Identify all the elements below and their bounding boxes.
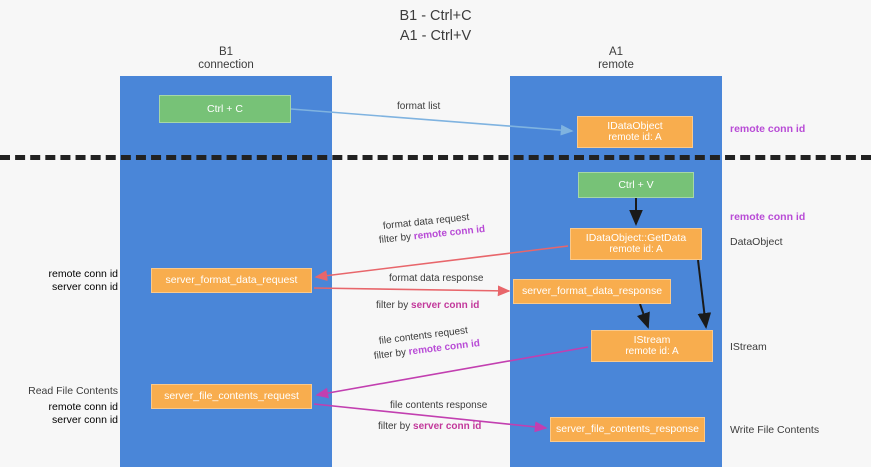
node-idataobject-sub: remote id: A xyxy=(608,132,662,143)
filter-key-server-conn-id: server conn id xyxy=(411,300,480,311)
edge-label-file-contents-response-text: file contents response xyxy=(390,400,488,411)
annotation-remote-conn-id-mid: remote conn id xyxy=(730,211,805,224)
annotation-left-conn-ids-mid: remote conn id server conn id xyxy=(0,268,118,294)
node-ctrl-c[interactable]: Ctrl + C xyxy=(159,95,291,123)
title-line-2: A1 - Ctrl+V xyxy=(399,28,472,44)
annotation-left-server-conn-id-mid: server conn id xyxy=(52,281,118,293)
node-ctrl-v[interactable]: Ctrl + V xyxy=(578,172,694,198)
node-ctrl-c-label: Ctrl + C xyxy=(207,102,243,115)
page-title: B1 - Ctrl+C A1 - Ctrl+V xyxy=(0,6,871,46)
annotation-read-file-contents: Read File Contents xyxy=(0,385,118,398)
annotation-write-file-contents: Write File Contents xyxy=(730,424,819,437)
annotation-istream: IStream xyxy=(730,341,767,354)
edge-label-format-data-response: format data response xyxy=(389,272,484,285)
node-server-format-data-response[interactable]: server_format_data_response xyxy=(513,279,671,304)
annotation-left-server-conn-id-bottom: server conn id xyxy=(52,414,118,426)
node-server-file-contents-response-label: server_file_contents_response xyxy=(555,423,699,436)
annotation-left-conn-ids-bottom: remote conn id server conn id xyxy=(0,401,118,427)
edge-format-data-request xyxy=(314,245,569,282)
node-getdata-label: IDataObject::GetData xyxy=(585,231,687,244)
edge-label-format-data-response-text: format data response xyxy=(389,273,484,284)
node-server-file-contents-response[interactable]: server_file_contents_response xyxy=(550,417,705,442)
edge-label-file-contents-response: file contents response xyxy=(390,399,487,412)
node-server-format-data-request-label: server_format_data_request xyxy=(165,274,298,287)
lane-header-b1-subtitle: connection xyxy=(198,59,254,71)
annotation-left-remote-conn-id-bottom: remote conn id xyxy=(48,401,118,413)
filter-prefix: filter by xyxy=(378,231,415,246)
title-line-1: B1 - Ctrl+C xyxy=(399,8,472,24)
node-istream[interactable]: IStream remote id: A xyxy=(591,330,713,362)
node-server-format-data-response-label: server_format_data_response xyxy=(521,285,663,298)
filter-prefix: filter by xyxy=(376,300,412,311)
annotation-left-remote-conn-id-mid: remote conn id xyxy=(48,268,118,280)
node-istream-label: IStream xyxy=(633,333,671,346)
node-ctrl-v-label: Ctrl + V xyxy=(618,178,654,191)
annotation-remote-conn-id-top-text: remote conn id xyxy=(730,123,806,135)
lane-header-a1: A1 remote xyxy=(540,46,692,72)
node-idataobject-getdata[interactable]: IDataObject::GetData remote id: A xyxy=(570,228,702,260)
annotation-read-file-contents-text: Read File Contents xyxy=(28,385,118,397)
edge-file-contents-response xyxy=(313,403,548,433)
edge-label-file-contents-response-filter: filter by server conn id xyxy=(378,420,481,433)
lane-header-b1: B1 connection xyxy=(150,46,302,72)
node-getdata-sub: remote id: A xyxy=(609,244,663,255)
annotation-write-file-contents-text: Write File Contents xyxy=(730,424,820,436)
node-istream-sub: remote id: A xyxy=(625,346,679,357)
lane-header-b1-title: B1 xyxy=(218,46,234,58)
annotation-remote-conn-id-top: remote conn id xyxy=(730,123,805,136)
edge-file-contents-request xyxy=(315,346,589,399)
node-idataobject-label: IDataObject xyxy=(607,119,663,132)
edge-format-list xyxy=(290,108,574,136)
section-divider xyxy=(0,155,871,160)
filter-key-server-conn-id: server conn id xyxy=(413,421,482,432)
filter-prefix: filter by xyxy=(378,421,414,432)
lane-header-a1-title: A1 xyxy=(608,46,624,58)
edge-response-to-istream xyxy=(636,303,650,329)
annotation-dataobject: DataObject xyxy=(730,236,783,249)
annotation-istream-text: IStream xyxy=(730,341,767,353)
edge-format-data-response xyxy=(313,285,511,297)
edge-label-format-list-text: format list xyxy=(397,101,441,112)
edge-label-format-data-response-filter: filter by server conn id xyxy=(376,299,479,312)
node-server-file-contents-request[interactable]: server_file_contents_request xyxy=(151,384,312,409)
annotation-remote-conn-id-mid-text: remote conn id xyxy=(730,211,806,223)
node-server-file-contents-request-label: server_file_contents_request xyxy=(164,390,299,403)
annotation-dataobject-text: DataObject xyxy=(730,236,783,248)
node-idataobject[interactable]: IDataObject remote id: A xyxy=(577,116,693,148)
node-server-format-data-request[interactable]: server_format_data_request xyxy=(151,268,312,293)
edge-getdata-to-istream xyxy=(697,259,712,329)
lane-header-a1-subtitle: remote xyxy=(598,59,634,71)
edge-label-format-list: format list xyxy=(397,100,440,113)
